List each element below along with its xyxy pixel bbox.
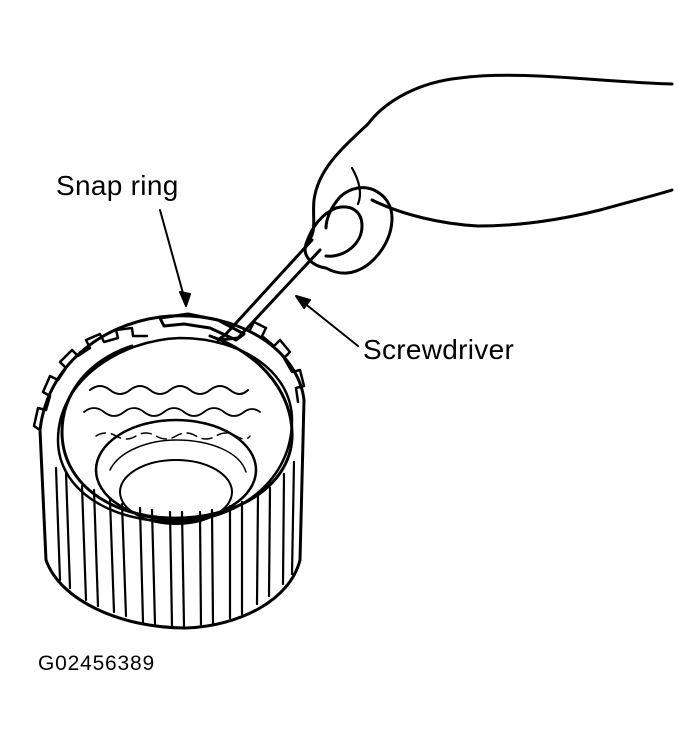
hand <box>305 75 672 273</box>
figure-code: G02456389 <box>38 652 155 675</box>
drum-ribs <box>56 462 294 626</box>
clutch-drum <box>34 314 304 628</box>
snap-ring <box>62 336 292 518</box>
snap-ring-leader-arrow <box>180 292 190 306</box>
screwdriver <box>218 240 320 340</box>
drum-bore-shadow <box>110 440 246 472</box>
screwdriver-leader <box>298 298 358 346</box>
leader-lines <box>160 210 358 346</box>
hand-fingers <box>372 190 672 226</box>
screwdriver-shaft <box>226 240 320 338</box>
drum-bore-inner <box>120 460 232 524</box>
drum-bore-outer <box>96 420 256 520</box>
snap-ring-leader <box>160 210 186 304</box>
screwdriver-label: Screwdriver <box>363 334 515 365</box>
drum-left-wall <box>40 400 304 628</box>
hand-knuckle <box>352 168 360 204</box>
snap-ring-lifted-end <box>160 314 244 340</box>
drum-rim-teeth <box>34 328 147 430</box>
screwdriver-tip <box>218 334 238 340</box>
drum-inner-splines <box>90 386 248 394</box>
hand-outline <box>305 75 672 273</box>
hand-thumb <box>306 207 362 256</box>
screwdriver-leader-arrow <box>296 296 310 308</box>
drum-inner-splines-2 <box>84 408 260 416</box>
drum-rim-teeth-right <box>250 322 304 402</box>
drum-inner-splines-3 <box>96 433 250 439</box>
snap-ring-label: Snap ring <box>56 170 179 201</box>
